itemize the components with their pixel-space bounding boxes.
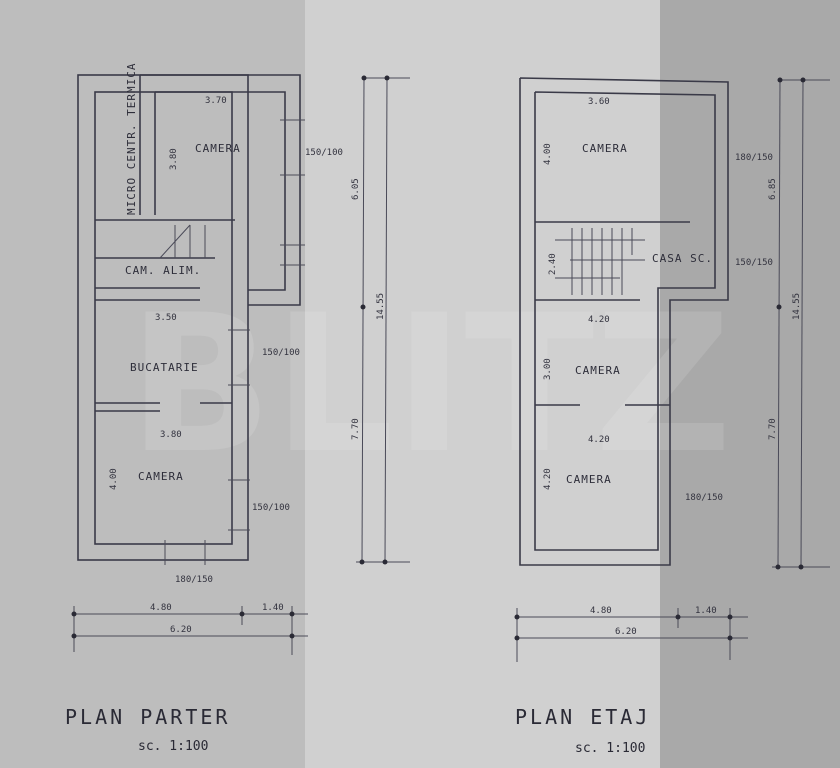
upper-floor-plan: CAMERA CASA SC. CAMERA CAMERA 3.60 4.20 … [514, 77, 830, 756]
dim: 150/100 [262, 348, 300, 358]
dim: 2.40 [548, 253, 558, 275]
room-label: CASA SC. [652, 252, 713, 265]
room-label: CAMERA [138, 470, 184, 483]
dimension-lines [72, 77, 410, 655]
room-label: CAMERA [195, 142, 241, 155]
watermark: BLITZ [128, 274, 732, 495]
dim: 3.70 [205, 96, 227, 106]
dim: 3.80 [169, 148, 179, 170]
dim: 180/150 [735, 153, 773, 163]
dim: 180/150 [685, 493, 723, 503]
dim: 4.20 [588, 315, 610, 325]
dim: 4.80 [590, 606, 612, 616]
windows [164, 119, 305, 565]
dim: 150/100 [305, 148, 343, 158]
plan-scale: sc. 1:100 [138, 739, 208, 754]
dim: 4.20 [543, 468, 553, 490]
room-label: CAMERA [566, 473, 612, 486]
dim: 4.80 [150, 603, 172, 613]
outer-wall [519, 77, 729, 566]
stairs [159, 224, 206, 259]
dim: 1.40 [695, 606, 717, 616]
dim: 150/100 [252, 503, 290, 513]
dim: 4.00 [543, 143, 553, 165]
dim: 3.00 [543, 358, 553, 380]
dim: 6.05 [351, 178, 361, 200]
outer-wall-east [140, 74, 301, 306]
room-label: CAM. ALIM. [125, 264, 201, 277]
dim: 4.20 [588, 435, 610, 445]
dim: 6.20 [170, 625, 192, 635]
dim: 150/150 [735, 258, 773, 268]
dim: 1.40 [262, 603, 284, 613]
room-label: MICRO CENTR. TERMICA [125, 63, 138, 215]
dim: 14.55 [376, 293, 386, 320]
dimension-lines [515, 79, 830, 662]
paper-sheet-left [0, 0, 320, 768]
room-label: CAMERA [575, 364, 621, 377]
dim: 4.00 [109, 468, 119, 490]
dim: 180/150 [175, 575, 213, 585]
dim: 14.55 [792, 293, 802, 320]
dim: 7.70 [768, 418, 778, 440]
plan-title: PLAN ETAJ [515, 705, 650, 729]
room-label: BUCATARIE [130, 361, 199, 374]
dim: 6.85 [768, 178, 778, 200]
dim: 7.70 [351, 418, 361, 440]
room-label: CAMERA [582, 142, 628, 155]
plan-title: PLAN PARTER [65, 705, 230, 729]
dim: 6.20 [615, 627, 637, 637]
inner-wall-east [155, 91, 286, 291]
stairs [555, 228, 645, 295]
dim: 3.50 [155, 313, 177, 323]
ground-floor-plan: CAMERA MICRO CENTR. TERMICA CAM. ALIM. B… [65, 63, 410, 754]
plan-scale: sc. 1:100 [575, 741, 645, 756]
paper-sheet-right [660, 0, 840, 768]
dim: 3.80 [160, 430, 182, 440]
inner-wall [534, 91, 716, 551]
dim: 3.60 [588, 97, 610, 107]
paper-sheet-middle [305, 0, 665, 768]
